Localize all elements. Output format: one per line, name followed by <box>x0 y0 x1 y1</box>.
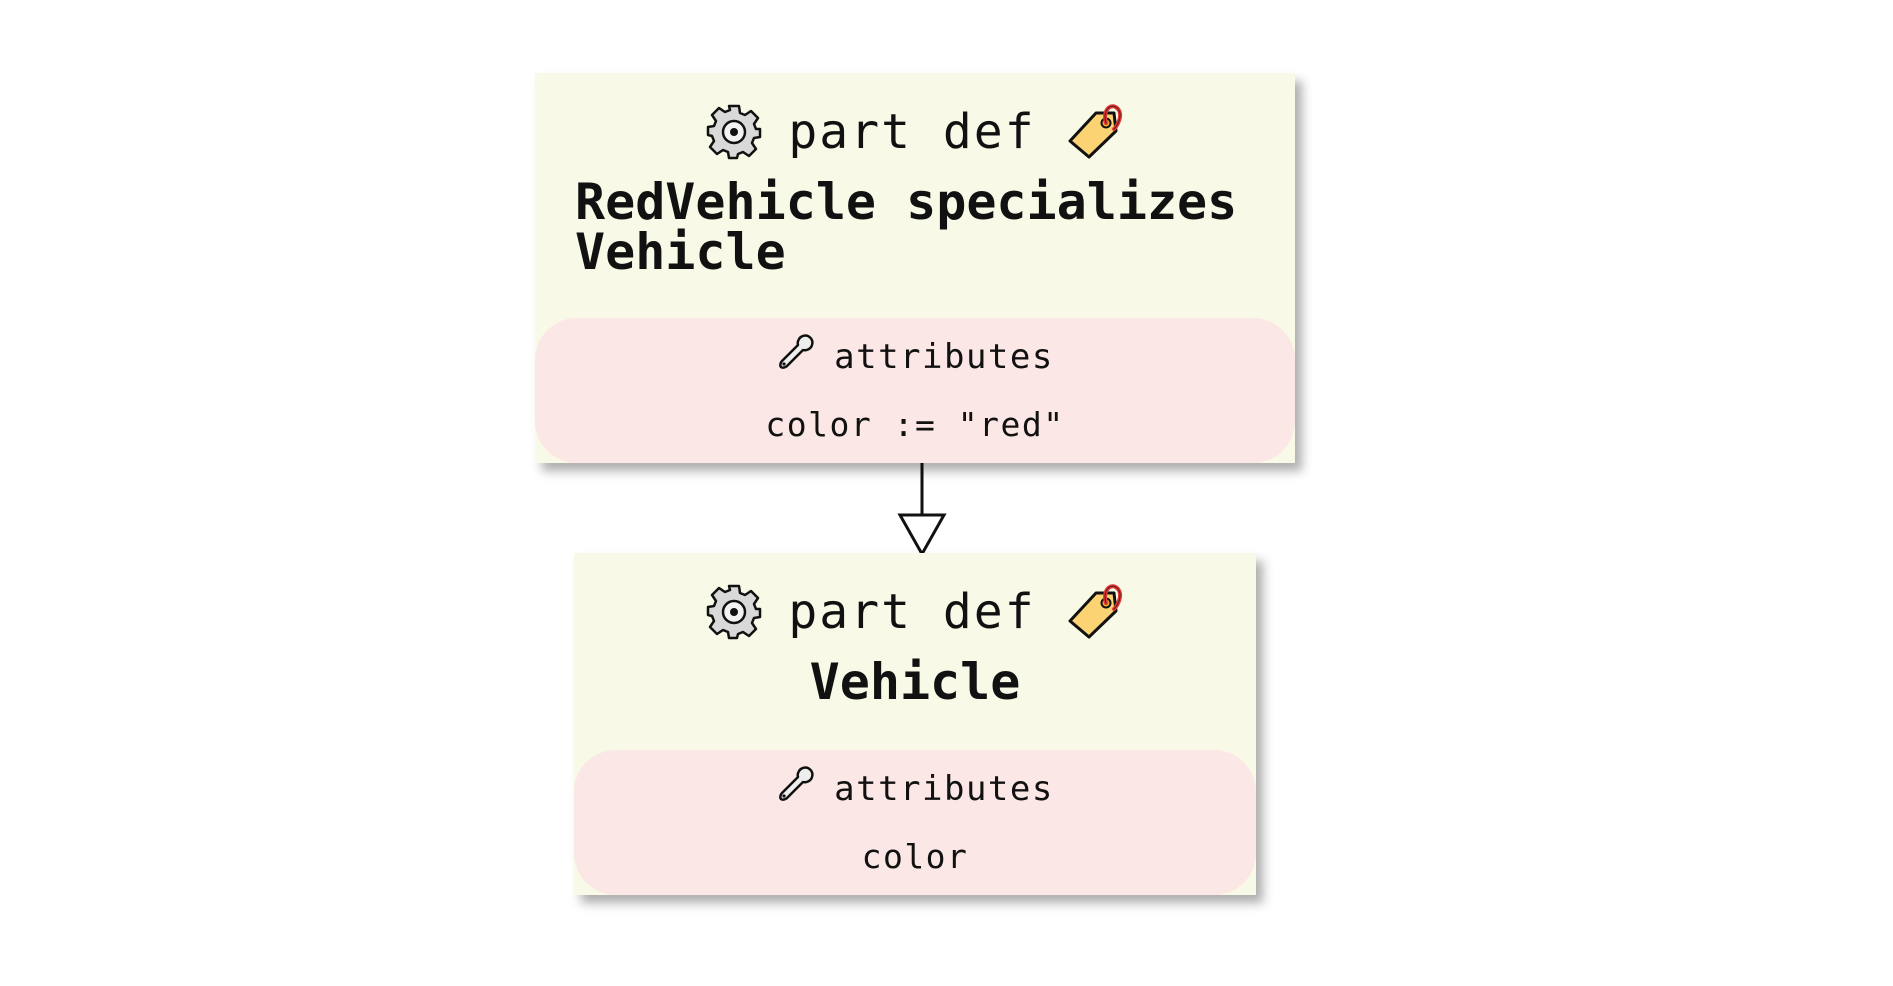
compartment-title-row: attributes <box>574 764 1256 813</box>
node-header: part def RedVehicle specializes Vehicle <box>535 73 1295 277</box>
wrench-icon <box>776 332 816 381</box>
node-name: Vehicle <box>809 653 1021 711</box>
hollow-triangle-arrowhead <box>897 513 947 558</box>
part-def-node-redvehicle[interactable]: part def RedVehicle specializes Vehicle … <box>535 73 1295 463</box>
node-name: RedVehicle specializes Vehicle <box>575 173 1238 281</box>
gear-icon <box>706 584 762 640</box>
attributes-compartment[interactable]: attributes color := "red" <box>535 318 1295 463</box>
keyword-row: part def <box>574 553 1256 641</box>
specialization-edge[interactable] <box>897 463 947 558</box>
keyword-label: part def <box>788 104 1036 160</box>
attribute-value[interactable]: color := "red" <box>765 405 1065 444</box>
tag-icon <box>1062 583 1124 641</box>
attributes-compartment[interactable]: attributes color <box>574 750 1256 895</box>
keyword-label: part def <box>788 584 1036 640</box>
tag-icon <box>1062 103 1124 161</box>
compartment-title: attributes <box>834 336 1054 377</box>
keyword-row: part def <box>535 73 1295 161</box>
node-header: part def Vehicle <box>574 553 1256 707</box>
gear-icon <box>706 104 762 160</box>
wrench-icon <box>776 764 816 813</box>
compartment-title-row: attributes <box>535 332 1295 381</box>
attribute-value[interactable]: color <box>861 837 969 876</box>
compartment-title: attributes <box>834 768 1054 809</box>
part-def-node-vehicle[interactable]: part def Vehicle attributes color <box>574 553 1256 895</box>
